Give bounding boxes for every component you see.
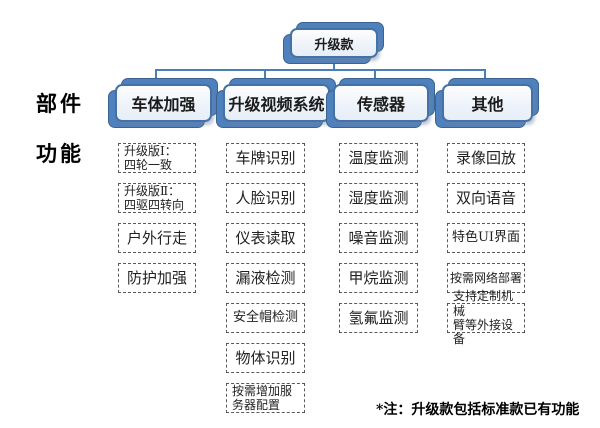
connector-drop-1 (155, 69, 157, 79)
feature-item: 户外行走 (118, 223, 196, 253)
connector-drop-4 (484, 69, 486, 79)
feature-column-video-system: 车牌识别 人脸识别 仪表读取 漏液检测 安全帽检测 物体识别 按需增加服 务器配… (226, 143, 305, 423)
row-label-functions: 功能 (36, 141, 84, 166)
row-label-components: 部件 (36, 91, 84, 116)
root-node: 升级款 (283, 22, 384, 64)
feature-item: 噪音监测 (339, 223, 418, 253)
footnote: *注：升级款包括标准款已有功能 (376, 402, 580, 418)
feature-item: 特色UI界面 (447, 223, 525, 253)
feature-item: 按需增加服 务器配置 (226, 383, 305, 413)
feature-item: 人脸识别 (226, 183, 305, 213)
feature-item: 升级版Ⅱ： 四驱四转向 (118, 183, 196, 213)
feature-item: 支持定制机械 臂等外接设备 (447, 289, 525, 346)
branch-label: 传感器 (333, 84, 429, 122)
branch-node-other: 其他 (435, 78, 539, 128)
feature-column-body-reinforcement: 升级版Ⅰ： 四轮一致 升级版Ⅱ： 四驱四转向 户外行走 防护加强 (118, 143, 196, 303)
feature-item: 温度监测 (339, 143, 418, 173)
feature-item: 按需网络部署 (447, 263, 525, 293)
branch-label: 其他 (442, 84, 533, 122)
feature-item: 安全帽检测 (226, 303, 305, 333)
feature-item: 漏液检测 (226, 263, 305, 293)
branch-label: 升级视频系统 (223, 84, 330, 122)
branch-label: 车体加强 (115, 84, 212, 122)
connector-drop-3 (374, 69, 376, 79)
branch-node-video-system: 升级视频系统 (216, 78, 336, 128)
feature-column-sensors: 温度监测 湿度监测 噪音监测 甲烷监测 氢氟监测 (339, 143, 418, 343)
connector-drop-2 (264, 69, 266, 79)
feature-item: 防护加强 (118, 263, 196, 293)
feature-item: 双向语音 (447, 183, 525, 213)
branch-node-body-reinforcement: 车体加强 (108, 78, 218, 128)
connector-root-stub (333, 58, 335, 71)
feature-item: 氢氟监测 (339, 303, 418, 333)
root-node-label: 升级款 (290, 28, 378, 58)
branch-node-sensors: 传感器 (326, 78, 435, 128)
feature-item: 升级版Ⅰ： 四轮一致 (118, 143, 196, 173)
feature-item: 湿度监测 (339, 183, 418, 213)
connector-horizontal (156, 69, 486, 71)
feature-item: 仪表读取 (226, 223, 305, 253)
feature-column-other: 录像回放 双向语音 特色UI界面 按需网络部署 支持定制机械 臂等外接设备 (447, 143, 525, 346)
feature-item: 物体识别 (226, 343, 305, 373)
feature-item: 甲烷监测 (339, 263, 418, 293)
feature-item: 录像回放 (447, 143, 525, 173)
feature-item: 车牌识别 (226, 143, 305, 173)
